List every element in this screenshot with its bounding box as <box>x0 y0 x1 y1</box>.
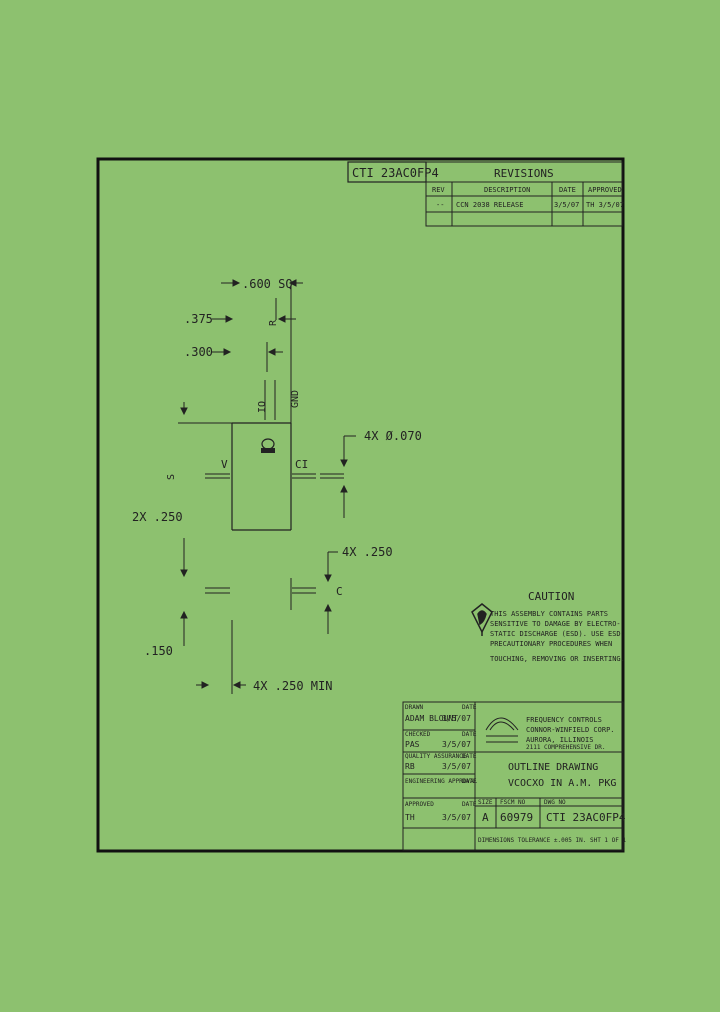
date-label-2: DATE <box>462 731 477 738</box>
package-outline <box>231 422 292 531</box>
description-header: DESCRIPTION <box>484 186 530 194</box>
approved-header: APPROVED <box>588 186 622 194</box>
company-logo-icon <box>485 717 519 743</box>
dim-070-leader <box>340 435 356 518</box>
drawing-border <box>96 157 625 853</box>
part-number: CTI 23AC0FP4 <box>352 166 439 180</box>
approved-label: APPROVED <box>405 801 434 808</box>
qa-label: QUALITY ASSURANCE <box>405 753 467 760</box>
label-v: V <box>221 458 228 471</box>
lower-pins <box>205 578 316 694</box>
right-pins <box>292 473 344 479</box>
dim-2x250-label: 2X .250 <box>132 510 183 524</box>
caution-line-3: STATIC DISCHARGE (ESD). USE ESD <box>490 630 621 638</box>
dim-070-label: 4X Ø.070 <box>364 429 422 443</box>
dim-r-label: R <box>268 319 279 326</box>
dim-375-arrows <box>212 315 296 323</box>
top-extension-lines <box>264 285 292 424</box>
dim-300-label: .300 <box>184 345 213 359</box>
left-pins <box>205 473 230 479</box>
caution-line-2: SENSITIVE TO DAMAGE BY ELECTRO- <box>490 620 621 628</box>
date-label-4: DATE <box>462 778 477 785</box>
dim-4x250-leader <box>324 551 338 634</box>
checked-label: CHECKED <box>405 731 431 738</box>
description-cell: CCN 2038 RELEASE <box>456 201 523 209</box>
dim-4x250-label: 4X .250 <box>342 545 393 559</box>
dim-600sq <box>221 279 303 287</box>
checked-date: 3/5/07 <box>442 740 471 749</box>
label-c: C <box>336 585 343 598</box>
label-gnd: GND <box>290 390 301 408</box>
label-ci: CI <box>295 458 308 471</box>
revision-table <box>425 161 623 227</box>
caution-line-4: PRECAUTIONARY PROCEDURES WHEN <box>490 640 612 648</box>
approved-cell: TH 3/5/07 <box>586 201 624 209</box>
dim-600sq-label: .600 SQ <box>242 277 293 291</box>
fscm-label: FSCM NO <box>500 799 526 806</box>
dim-250min-label: 4X .250 MIN <box>253 679 332 693</box>
dim-2x250-arrows <box>180 538 188 646</box>
dim-150-label: .150 <box>144 644 173 658</box>
title-line-2: VCOCXO IN A.M. PKG <box>508 778 616 789</box>
eng-label: ENGINEERING APPROVAL <box>405 778 478 785</box>
drawn-label: DRAWN <box>405 704 423 711</box>
caution-line-5: TOUCHING, REMOVING OR INSERTING. <box>490 655 625 663</box>
dim-375-label: .375 <box>184 312 213 326</box>
title-block <box>402 701 624 851</box>
drawn-name: ADAM BLOUNT <box>405 714 458 723</box>
approved-date: 3/5/07 <box>442 813 471 822</box>
revisions-title: REVISIONS <box>494 167 554 180</box>
dim-250min-arrows <box>196 681 246 689</box>
dim-300-arrows <box>212 348 283 356</box>
fscm-value: 60979 <box>500 811 533 824</box>
date-cell: 3/5/07 <box>554 201 579 209</box>
footer-note: DIMENSIONS TOLERANCE ±.005 IN. SHT 1 OF … <box>478 837 626 844</box>
left-vertical-arrow <box>178 402 232 424</box>
size-label: SIZE <box>478 799 493 806</box>
checked-name: PAS <box>405 740 420 749</box>
dwg-label: DWG NO <box>544 799 566 806</box>
company-line-1: FREQUENCY CONTROLS <box>526 716 602 724</box>
company-line-2: CONNOR-WINFIELD CORP. <box>526 726 615 734</box>
date-label-1: DATE <box>462 704 477 711</box>
company-line-3: AURORA, ILLINOIS <box>526 736 593 744</box>
drawn-date: 3/5/07 <box>442 714 471 723</box>
company-line-4: 2111 COMPREHENSIVE DR. <box>526 744 605 751</box>
rev-cell: -- <box>436 201 444 209</box>
approved-name: TH <box>405 813 415 822</box>
dwg-value: CTI 23AC0FP4 <box>546 811 626 824</box>
qa-name: RB <box>405 762 415 771</box>
title-line-1: OUTLINE DRAWING <box>508 762 598 773</box>
label-s: S <box>166 474 177 480</box>
qa-date: 3/5/07 <box>442 762 471 771</box>
size-value: A <box>482 811 489 824</box>
rev-header: REV <box>432 186 445 194</box>
caution-line-1: THIS ASSEMBLY CONTAINS PARTS <box>490 610 608 618</box>
label-io: IO <box>257 401 268 413</box>
date-label-5: DATE <box>462 801 477 808</box>
package-logo-icon <box>261 438 275 453</box>
date-header: DATE <box>559 186 576 194</box>
esd-hand-icon <box>471 603 493 636</box>
date-label-3: DATE <box>462 753 477 760</box>
caution-title: CAUTION <box>528 590 574 603</box>
